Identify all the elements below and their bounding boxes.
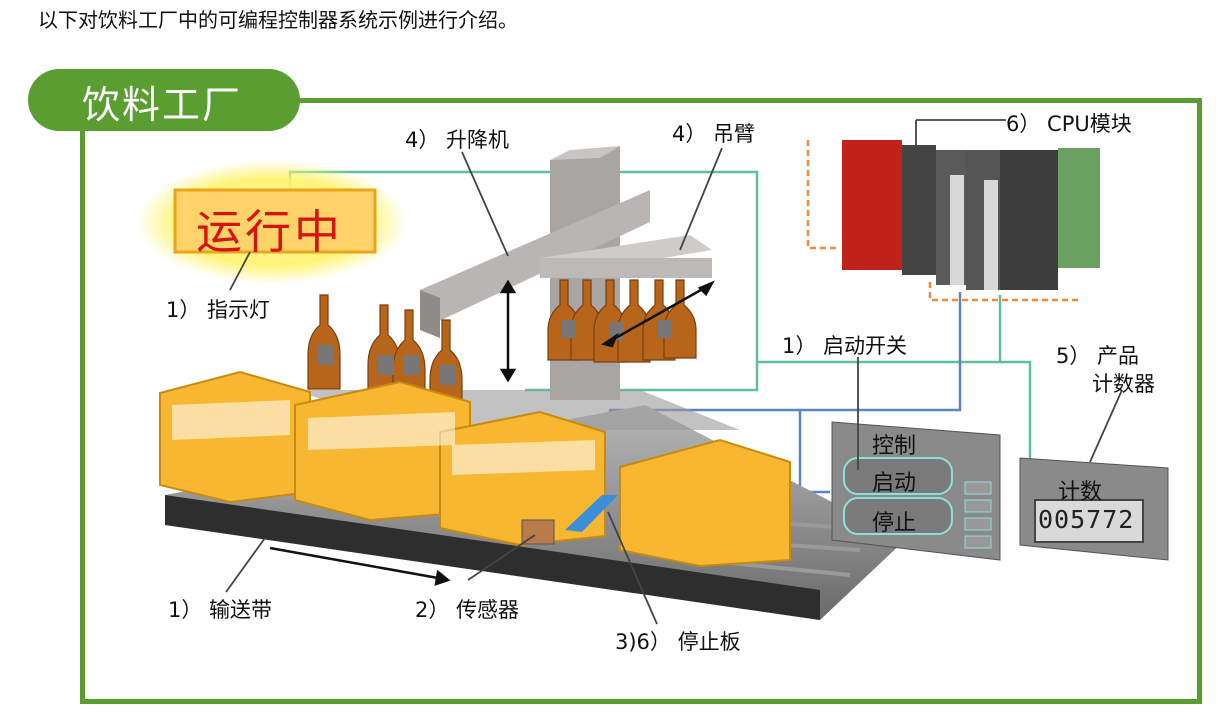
control-panel-title: 控制 (872, 434, 917, 459)
lift-machine (420, 146, 712, 400)
label-lift: 4） 升降机 (405, 128, 510, 152)
motion-arrows (269, 279, 715, 586)
label-counter-line2: 计数器 (1092, 372, 1155, 396)
start-button-label: 启动 (872, 471, 917, 496)
diagram-title: 饮料工厂 (82, 83, 243, 127)
label-sensor: 2） 传感器 (415, 598, 520, 622)
label-arm: 4） 吊臂 (672, 122, 756, 146)
label-cpu: 6） CPU模块 (1006, 112, 1132, 136)
counter-title: 计数 (1058, 480, 1103, 505)
label-indicator: 1） 指示灯 (166, 298, 271, 322)
control-panel (831, 421, 1001, 561)
label-stop-plate: 3)6） 停止板 (615, 630, 741, 654)
leader-lines (225, 119, 1123, 625)
intro-text: 以下对饮料工厂中的可编程控制器系统示例进行介绍。 (38, 8, 518, 32)
title-tab (28, 69, 300, 131)
counter-value: 005772 (1038, 505, 1135, 534)
diagram-frame (80, 98, 1202, 704)
stop-button-label: 停止 (872, 511, 917, 536)
stop-plate (565, 495, 618, 532)
label-start-switch: 1） 启动开关 (782, 334, 908, 358)
counter-panel (1019, 457, 1169, 561)
bottles (307, 279, 697, 413)
indicator-lamp (137, 160, 407, 284)
label-conveyor: 1） 输送带 (168, 598, 273, 622)
bottle-labels (318, 320, 672, 385)
label-counter-line1: 5） 产品 (1056, 344, 1140, 368)
cpu-module (842, 140, 1100, 290)
indicator-sign-text: 运行中 (196, 205, 343, 259)
crate-openings (172, 400, 595, 475)
